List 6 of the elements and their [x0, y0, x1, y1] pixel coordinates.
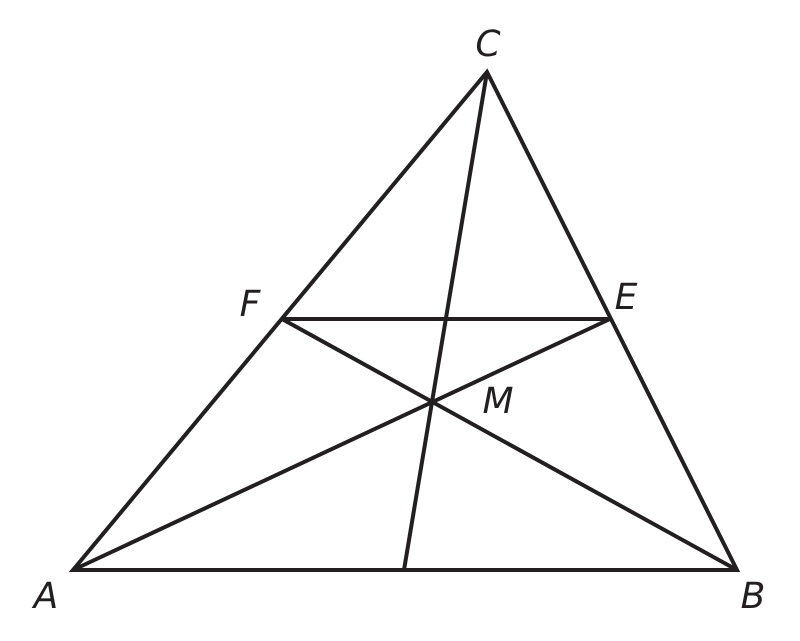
point-label: B [740, 579, 766, 615]
point-label: C [475, 27, 501, 63]
point-label: F [240, 287, 260, 323]
point-label: E [614, 280, 638, 316]
point-label: M [482, 384, 514, 420]
point-label: A [34, 579, 58, 615]
